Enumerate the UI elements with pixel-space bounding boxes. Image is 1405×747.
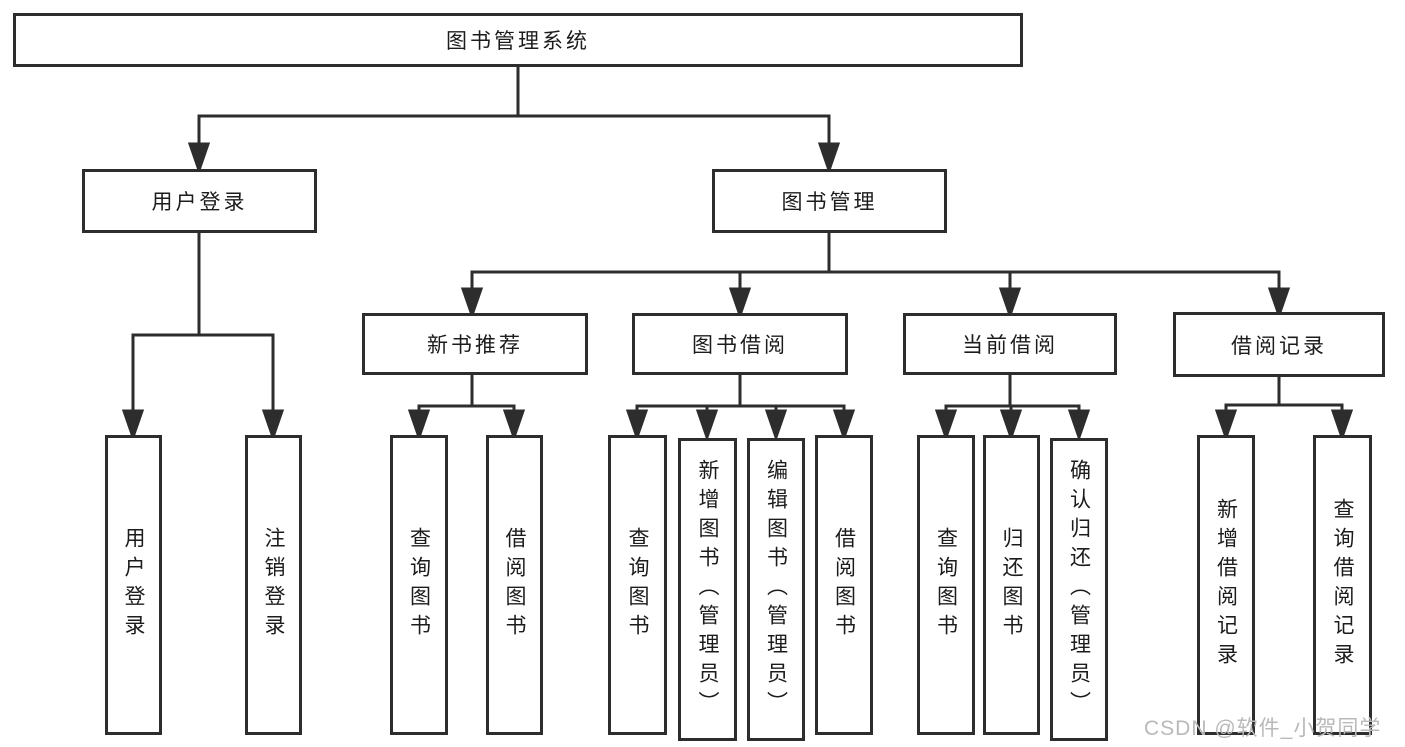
node-user-login: 用户登录 [82,169,317,233]
leaf-records-add-record: 新增借阅记录 [1197,435,1255,735]
leaf-borrowing-edit-books-admin: 编辑图书（管理员） [747,438,805,741]
node-new-books: 新书推荐 [362,313,588,375]
connector-book-borrowing-to-leaves [625,375,856,442]
leaf-borrowing-query-books: 查询图书 [608,435,667,735]
leaf-borrowing-borrow-books-label: 借阅图书 [832,527,856,643]
leaf-borrowing-query-books-label: 查询图书 [626,527,649,643]
leaf-user-login-label: 用户登录 [122,527,145,643]
arrowhead-icon [999,409,1023,442]
node-borrow-records-label: 借阅记录 [1231,334,1327,358]
leaf-current-return-books-label: 归还图书 [1000,527,1023,643]
arrowhead-icon [625,409,649,442]
node-borrow-records: 借阅记录 [1173,312,1385,377]
leaf-newbooks-borrow-books-label: 借阅图书 [503,527,526,643]
leaf-logout-label: 注销登录 [262,527,285,643]
arrowhead-icon [502,409,526,442]
node-root-label: 图书管理系统 [446,30,590,53]
arrowhead-icon [764,409,788,442]
arrowhead-icon [460,287,484,320]
leaf-records-add-record-label: 新增借阅记录 [1214,498,1238,672]
node-book-management: 图书管理 [712,169,947,233]
leaf-current-confirm-return-admin: 确认归还（管理员） [1050,438,1108,741]
connector-new-books-to-leaves [407,375,526,442]
node-root: 图书管理系统 [13,13,1023,67]
arrowhead-icon [817,142,841,175]
node-book-management-label: 图书管理 [781,191,878,214]
arrowhead-icon [998,287,1022,320]
leaf-borrowing-edit-books-admin-label: 编辑图书（管理员） [764,459,788,720]
watermark: CSDN @软件_小贺同学 [1144,717,1382,740]
arrowhead-icon [121,409,145,442]
arrowhead-icon [261,409,285,442]
leaf-records-query-record: 查询借阅记录 [1313,435,1372,735]
connector-user-login-to-leaves [121,233,285,442]
node-new-books-label: 新书推荐 [427,334,523,357]
node-current-borrowing-label: 当前借阅 [962,334,1058,357]
leaf-borrowing-add-books-admin: 新增图书（管理员） [678,438,737,741]
arrowhead-icon [187,142,211,175]
arrowhead-icon [832,409,856,442]
leaf-user-login: 用户登录 [105,435,162,735]
node-user-login-label: 用户登录 [151,191,248,214]
leaf-records-query-record-label: 查询借阅记录 [1331,498,1354,672]
connector-borrow-records-to-leaves [1214,377,1354,442]
leaf-logout: 注销登录 [245,435,302,735]
leaf-borrowing-add-books-admin-label: 新增图书（管理员） [696,459,719,720]
leaf-current-query-books-label: 查询图书 [934,527,958,643]
node-current-borrowing: 当前借阅 [903,313,1117,375]
leaf-borrowing-borrow-books: 借阅图书 [815,435,873,735]
arrowhead-icon [1067,409,1091,442]
arrowhead-icon [728,287,752,320]
arrowhead-icon [934,409,958,442]
leaf-current-return-books: 归还图书 [983,435,1040,735]
connector-current-borrowing-to-leaves [934,375,1091,442]
connector-root-to-level2 [187,67,841,175]
node-book-borrowing: 图书借阅 [632,313,848,375]
arrowhead-icon [1330,409,1354,442]
leaf-newbooks-query-books: 查询图书 [390,435,448,735]
leaf-current-query-books: 查询图书 [917,435,975,735]
connector-book-management-to-level3 [460,233,1291,320]
leaf-newbooks-borrow-books: 借阅图书 [486,435,543,735]
arrowhead-icon [407,409,431,442]
arrowhead-icon [1267,287,1291,320]
arrowhead-icon [1214,409,1238,442]
leaf-current-confirm-return-admin-label: 确认归还（管理员） [1067,459,1091,720]
arrowhead-icon [695,409,719,442]
node-book-borrowing-label: 图书借阅 [692,334,788,357]
leaf-newbooks-query-books-label: 查询图书 [407,527,431,643]
